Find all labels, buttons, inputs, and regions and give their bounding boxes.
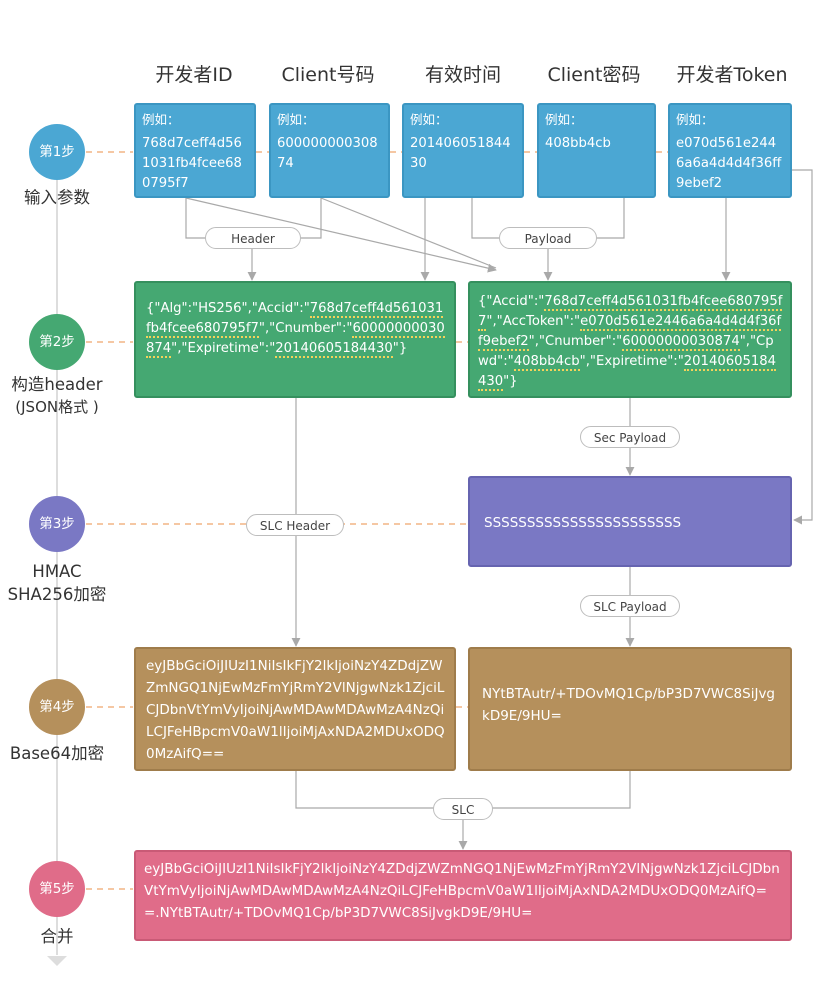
input-box-developer-id: 例如： 768d7ceff4d561031fb4fcee680795f7 xyxy=(134,103,256,198)
input-value: 20140605184430 xyxy=(410,136,511,171)
json-acctoken: e070d561e2446a6a4d4d4f36ff9ebef2 xyxy=(478,314,782,351)
json-text: ","Cnumber":" xyxy=(258,321,353,336)
step-label-2-line-2: (JSON格式 ) xyxy=(15,398,99,416)
json-text: ","AccToken":" xyxy=(486,314,581,329)
pill-header: Header xyxy=(205,227,301,249)
hmac-result-box: SSSSSSSSSSSSSSSSSSSSSSS xyxy=(468,476,792,567)
input-value: 408bb4cb xyxy=(545,136,611,151)
column-header-client-password: Client密码 xyxy=(547,64,641,86)
merged-token-box: eyJBbGciOiJIUzI1NiIsIkFjY2lkIjoiNzY4ZDdj… xyxy=(134,850,792,941)
json-cpwd: 408bb4cb xyxy=(513,354,580,371)
pill-payload: Payload xyxy=(499,227,597,249)
example-label: 例如： xyxy=(676,112,714,127)
input-value: 768d7ceff4d561031fb4fcee680795f7 xyxy=(142,136,242,191)
json-accid: 768d7ceff4d561031fb4fcee680795f7 xyxy=(478,294,783,331)
example-label: 例如： xyxy=(545,112,583,127)
pill-slc-header: SLC Header xyxy=(246,514,344,536)
step-label-2-line-1: 构造header xyxy=(11,375,103,394)
input-box-client-number: 例如： 60000000030874 xyxy=(269,103,390,198)
json-text: ","Expiretime":" xyxy=(171,341,276,356)
pill-slc-payload: SLC Payload xyxy=(580,595,680,617)
json-accid: 768d7ceff4d561031fb4fcee680795f7 xyxy=(146,301,444,338)
column-header-valid-time: 有效时间 xyxy=(424,64,501,86)
step-label-5: 合并 xyxy=(0,925,122,948)
base64-header-box: eyJBbGciOiJIUzI1NiIsIkFjY2lkIjoiNzY4ZDdj… xyxy=(134,647,456,771)
step-label-3-line-2: SHA256加密 xyxy=(7,585,107,604)
json-expiretime: 20140605184430 xyxy=(478,354,777,391)
json-text: "} xyxy=(503,374,518,389)
json-text: {"Accid":" xyxy=(478,294,545,309)
step-label-5-line: 合并 xyxy=(40,927,74,946)
step-label-1-line: 输入参数 xyxy=(24,188,90,207)
step-label-4-line: Base64加密 xyxy=(9,744,105,763)
step-label-1: 输入参数 xyxy=(0,186,122,209)
input-box-developer-token: 例如： e070d561e2446a6a4d4d4f36ff9ebef2 xyxy=(668,103,792,198)
step-label-2: 构造header (JSON格式 ) xyxy=(0,373,122,419)
pill-slc: SLC xyxy=(433,798,493,820)
json-text: "} xyxy=(392,341,408,356)
base64-payload-box: NYtBTAutr/+TDOvMQ1Cp/bP3D7VWC8SiJvgkD9E/… xyxy=(468,647,792,771)
example-label: 例如： xyxy=(410,112,448,127)
column-header-client-number: Client号码 xyxy=(281,64,375,86)
step-label-3: HMAC SHA256加密 xyxy=(0,560,122,606)
json-expiretime: 20140605184430 xyxy=(275,341,393,358)
step-badge-2: 第2步 xyxy=(29,314,85,370)
input-box-client-password: 例如： 408bb4cb xyxy=(537,103,656,198)
step-badge-5: 第5步 xyxy=(29,861,85,917)
column-header-developer-id: 开发者ID xyxy=(155,64,233,86)
json-text: {"Alg":"HS256","Accid":" xyxy=(146,301,310,316)
header-json-box: {"Alg":"HS256","Accid":"768d7ceff4d56103… xyxy=(134,281,456,398)
input-value: 60000000030874 xyxy=(277,136,378,171)
example-label: 例如： xyxy=(277,112,315,127)
step-badge-4: 第4步 xyxy=(29,679,85,735)
pill-sec-payload: Sec Payload xyxy=(580,426,680,448)
input-value: e070d561e2446a6a4d4d4f36ff9ebef2 xyxy=(676,136,782,191)
json-text: ","Expiretime":" xyxy=(579,354,684,369)
json-text: ","Cpwd":" xyxy=(478,334,774,369)
step-badge-1: 第1步 xyxy=(29,124,85,180)
input-box-valid-time: 例如： 20140605184430 xyxy=(402,103,524,198)
payload-json-box: {"Accid":"768d7ceff4d561031fb4fcee680795… xyxy=(468,281,792,398)
example-label: 例如： xyxy=(142,112,180,127)
json-cnumber: 60000000030874 xyxy=(146,321,445,358)
step-label-3-line-1: HMAC xyxy=(32,562,82,581)
step-label-4: Base64加密 xyxy=(0,742,122,765)
step-badge-3: 第3步 xyxy=(29,496,85,552)
json-text: ","Cnumber":" xyxy=(528,334,623,349)
json-cnumber: 60000000030874 xyxy=(622,334,740,351)
column-header-developer-token: 开发者Token xyxy=(676,64,788,86)
